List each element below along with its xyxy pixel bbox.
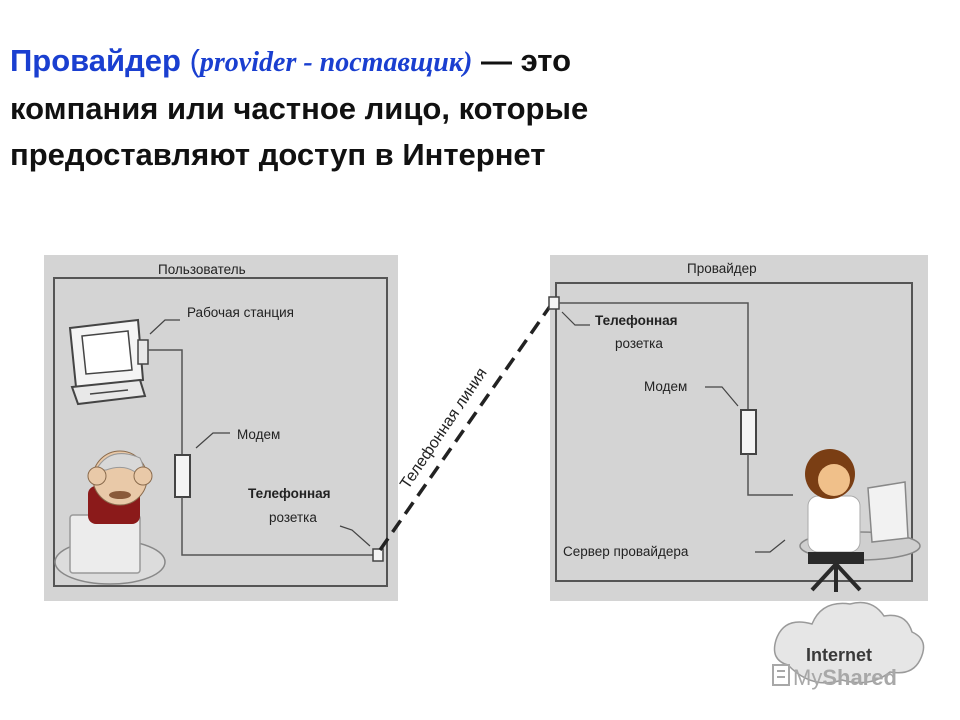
user-cable-to-socket [181,497,375,556]
workstation-label: Рабочая станция [187,305,294,320]
heading-line3: предоставляют доступ в Интернет [10,137,546,172]
user-socket-icon [372,548,384,562]
provider-socket-pointer [561,311,590,326]
user-socket-pointer [339,525,371,547]
provider-socket-label-bold: Телефонная [595,313,678,328]
heading-term: Провайдер [10,43,181,78]
provider-panel-title: Провайдер [687,261,757,276]
workstation-computer-icon [68,318,149,406]
provider-modem-pointer [705,386,739,407]
phone-line-label: Телефонная линия [397,365,490,492]
provider-modem-label: Модем [644,379,687,394]
page-heading: Провайдер (provider - поставщик) — это к… [10,38,950,178]
user-modem-label: Модем [237,427,280,442]
internet-cloud-label: Internet [806,645,872,665]
workstation-pointer [149,319,180,335]
user-cable [148,349,183,455]
provider-socket-icon [548,296,560,310]
worried-user-character-icon [54,450,166,585]
heading-rest-line1: — это [472,43,572,78]
user-panel-title: Пользователь [158,262,246,277]
watermark-suffix: Shared [822,665,897,690]
user-modem-pointer [195,432,230,449]
provider-cable-to-server [747,454,793,496]
user-socket-label-bold: Телефонная [248,486,331,501]
provider-panel-frame [555,282,913,582]
provider-modem-icon [740,409,757,455]
phone-line [378,300,555,552]
provider-socket-label-sub: розетка [615,336,663,351]
internet-cloud-icon [773,601,925,684]
watermark-logo-icon [772,664,790,686]
heading-italic-translation: provider - поставщик) [199,47,473,78]
provider-server-pointer [755,539,786,553]
watermark-prefix: My [793,665,822,690]
heading-paren-open: ( [180,43,200,78]
provider-operator-character-icon [799,449,921,592]
provider-cable [559,302,749,410]
watermark-text: MyShared [793,665,897,690]
user-panel-frame [53,277,388,587]
heading-line2: компания или частное лицо, которые [10,91,589,126]
user-socket-label-sub: розетка [269,510,317,525]
provider-server-label: Сервер провайдера [563,544,689,559]
user-modem-icon [174,454,191,498]
